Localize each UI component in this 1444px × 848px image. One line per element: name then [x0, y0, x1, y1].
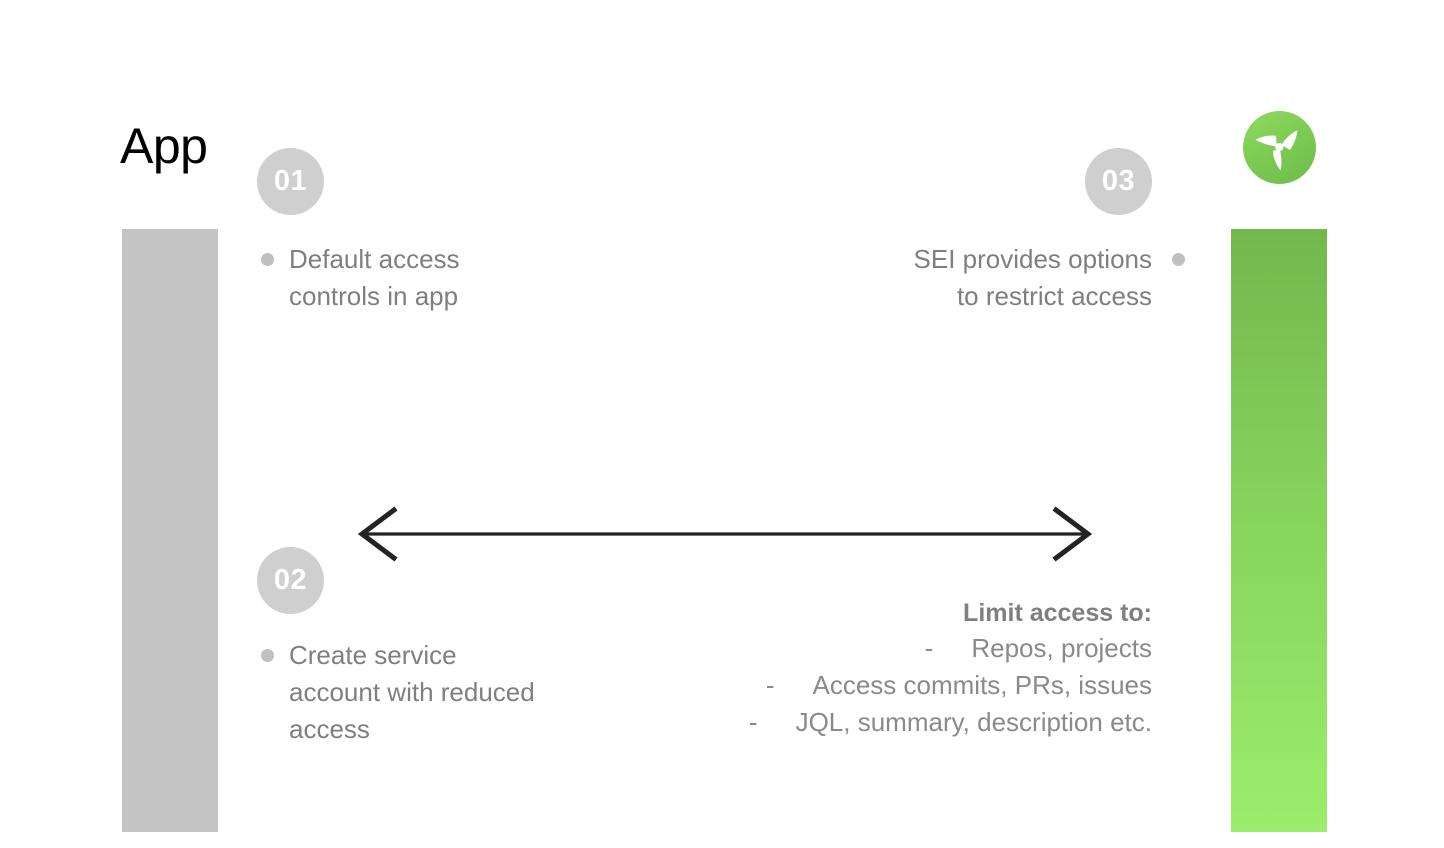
- app-column-bar: [122, 229, 218, 832]
- step-text-02: Create service account with reduced acce…: [289, 640, 535, 744]
- page-title: App: [120, 118, 208, 174]
- step-text-03: SEI provides options to restrict access: [913, 244, 1152, 311]
- step-badge-03: 03: [1085, 148, 1152, 215]
- limit-access-item-label: JQL, summary, description etc.: [795, 707, 1152, 737]
- limit-access-item-3: - JQL, summary, description etc.: [600, 704, 1152, 741]
- list-dash-icon: -: [748, 707, 758, 737]
- sei-column-bar: [1231, 229, 1327, 832]
- bullet-dot-icon-01: [261, 253, 274, 266]
- sei-propeller-logo-icon: [1243, 111, 1316, 184]
- double-headed-arrow-icon: [350, 505, 1100, 563]
- list-dash-icon: -: [924, 633, 934, 663]
- limit-access-heading: Limit access to:: [963, 599, 1152, 627]
- limit-access-item-label: Repos, projects: [971, 633, 1152, 663]
- limit-access-item-1: - Repos, projects: [600, 630, 1152, 667]
- limit-access-item-label: Access commits, PRs, issues: [812, 670, 1152, 700]
- list-dash-icon: -: [765, 670, 775, 700]
- step-text-01: Default access controls in app: [289, 244, 460, 311]
- bullet-dot-icon-03: [1172, 253, 1185, 266]
- step-badge-02: 02: [257, 547, 324, 614]
- limit-access-block: Limit access to: - Repos, projects - Acces…: [600, 596, 1152, 741]
- step-badge-01: 01: [257, 148, 324, 215]
- bullet-dot-icon-02: [261, 649, 274, 662]
- limit-access-item-2: - Access commits, PRs, issues: [600, 667, 1152, 704]
